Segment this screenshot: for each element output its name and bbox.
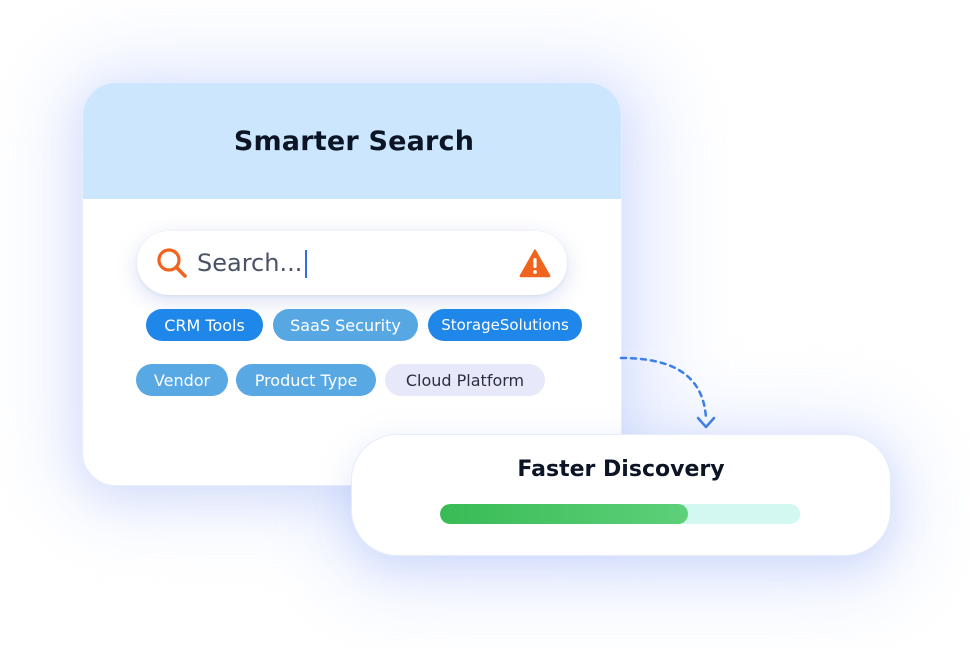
tag-storage-solutions[interactable]: StorageSolutions (428, 309, 582, 341)
dashed-arrow-connector (619, 356, 716, 429)
progress-fill (440, 504, 689, 524)
tag-label: SaaS Security (290, 315, 401, 335)
search-icon[interactable] (155, 246, 189, 280)
tag-label: Cloud Platform (405, 370, 525, 390)
tag-product-type[interactable]: Product Type (236, 364, 376, 396)
card-title: Smarter Search (233, 125, 475, 157)
smarter-search-card: Smarter Search Search... CRM Tools SaaS … (82, 82, 622, 486)
warning-icon (519, 248, 551, 278)
tag-vendor[interactable]: Vendor (136, 364, 228, 396)
card-header: Smarter Search (83, 83, 621, 199)
progress-track (440, 504, 800, 524)
tag-label: StorageSolutions (441, 316, 569, 334)
tag-label: CRM Tools (164, 315, 245, 335)
text-cursor (305, 249, 308, 278)
tag-label: Product Type (254, 370, 358, 390)
discovery-title: Faster Discovery (517, 457, 725, 482)
tag-label: Vendor (153, 370, 211, 390)
search-input[interactable]: Search... (197, 248, 308, 278)
faster-discovery-card: Faster Discovery (351, 434, 891, 556)
tag-crm-tools[interactable]: CRM Tools (146, 309, 263, 341)
tag-saas-security[interactable]: SaaS Security (273, 309, 418, 341)
tag-cloud-platform[interactable]: Cloud Platform (385, 364, 545, 396)
search-placeholder: Search... (197, 248, 303, 277)
search-bar[interactable]: Search... (137, 231, 567, 295)
